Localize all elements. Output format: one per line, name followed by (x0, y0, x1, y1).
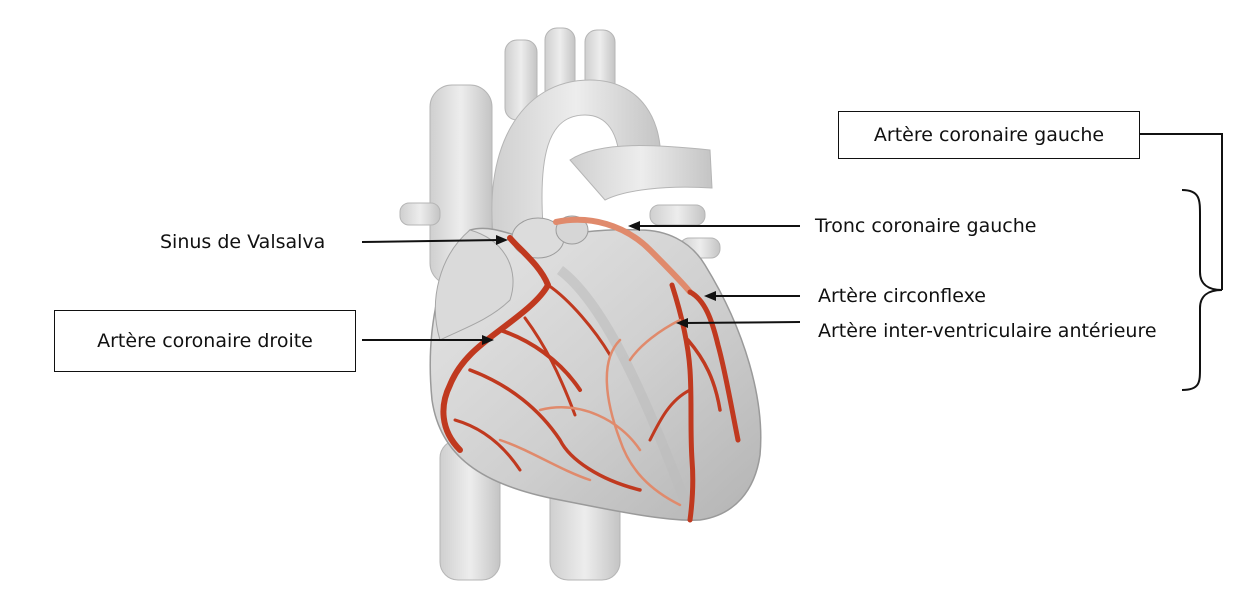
right-coronary-box: Artère coronaire droite (54, 310, 356, 372)
right-coronary-label: Artère coronaire droite (97, 330, 313, 352)
lad-label: Artère inter-ventriculaire antérieure (818, 322, 1157, 341)
pulmonary-artery (570, 146, 712, 200)
curly-brace (1182, 190, 1222, 390)
arrow-lad (684, 322, 800, 323)
left-main-label: Tronc coronaire gauche (815, 217, 1036, 236)
circumflex-label: Artère circonflexe (818, 287, 986, 306)
left-coronary-label: Artère coronaire gauche (874, 124, 1104, 146)
left-coronary-connector (1138, 134, 1222, 290)
left-coronary-box: Artère coronaire gauche (838, 111, 1140, 159)
pulmonary-vein-left (400, 203, 440, 225)
sinus-label: Sinus de Valsalva (160, 233, 325, 252)
pulmonary-vein-upper (650, 205, 705, 225)
